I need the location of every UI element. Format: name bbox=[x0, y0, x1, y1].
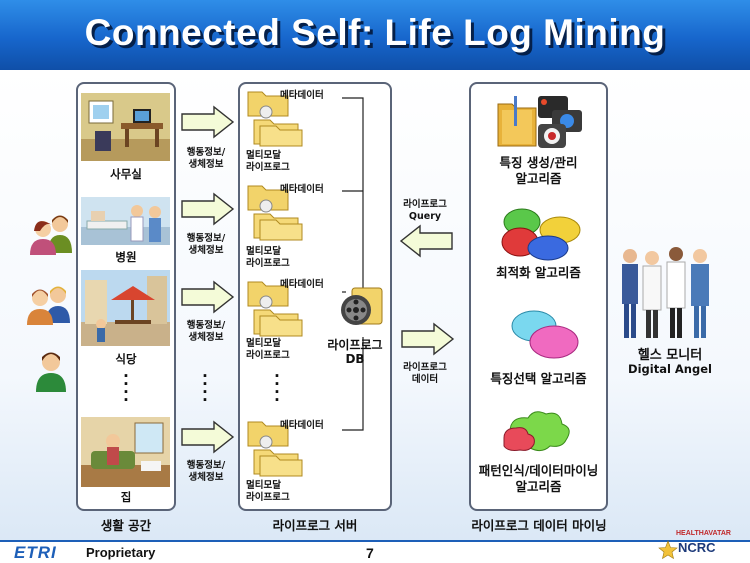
space-hospital-label: 병원 bbox=[115, 250, 137, 264]
folder-apps-icon bbox=[497, 96, 582, 148]
digital-angel-label: Digital Angel bbox=[628, 362, 712, 376]
more-flows-ellipsis: ···· bbox=[202, 367, 208, 409]
folder-icon bbox=[247, 91, 303, 147]
flow-label: 행동정보/생체정보 bbox=[186, 460, 226, 483]
flow-arrow bbox=[181, 105, 235, 139]
flow-label: 행동정보/생체정보 bbox=[186, 233, 226, 256]
flow-arrow bbox=[181, 280, 235, 314]
people-icon bbox=[27, 286, 70, 325]
restaurant-image bbox=[81, 270, 170, 346]
hospital-image bbox=[81, 197, 170, 245]
metadata-label: 메타데이터 bbox=[280, 90, 324, 101]
flow-arrow bbox=[181, 192, 235, 226]
person-icon bbox=[36, 352, 66, 392]
title-bar bbox=[0, 0, 750, 70]
metadata-label: 메타데이터 bbox=[280, 420, 324, 431]
feature-selection-label: 특징선택 알고리즘 bbox=[490, 371, 587, 386]
more-logs-ellipsis: ···· bbox=[274, 367, 280, 409]
space-home-label: 집 bbox=[120, 490, 132, 504]
flow-label: 행동정보/생체정보 bbox=[186, 320, 226, 343]
more-spaces-ellipsis: ···· bbox=[123, 367, 129, 409]
partner-brand: HEALTHAVATAR bbox=[676, 530, 731, 537]
metadata-label: 메타데이터 bbox=[280, 184, 324, 195]
partner-logo: NCRC bbox=[678, 540, 716, 555]
footer bbox=[0, 540, 750, 563]
page-title: Connected Self: Life Log Mining bbox=[84, 12, 666, 53]
proprietary-label: Proprietary bbox=[86, 545, 156, 560]
office-image bbox=[81, 93, 170, 161]
space-restaurant-label: 식당 bbox=[115, 352, 137, 366]
query-arrow bbox=[399, 224, 453, 258]
footer-divider bbox=[0, 540, 750, 542]
database-film-icon bbox=[341, 287, 383, 325]
medical-staff-image bbox=[622, 247, 709, 338]
chat-bubbles-icon bbox=[501, 208, 581, 261]
partner-star-icon bbox=[658, 540, 678, 560]
data-arrow bbox=[401, 322, 455, 356]
folder-icon bbox=[247, 421, 303, 477]
people-icon bbox=[30, 215, 72, 255]
flow-arrow bbox=[181, 420, 235, 454]
speech-bubbles-icon bbox=[511, 310, 579, 359]
flow-label: 행동정보/생체정보 bbox=[186, 147, 226, 170]
etri-logo: ETRI bbox=[14, 543, 57, 562]
optimization-label: 최적화 알고리즘 bbox=[496, 265, 581, 280]
lifelog-server-caption: 라이프로그 서버 bbox=[272, 518, 358, 533]
living-space-caption: 생활 공간 bbox=[100, 518, 152, 533]
db-connector-lines bbox=[342, 97, 364, 431]
home-image bbox=[81, 417, 170, 487]
data-mining-caption: 라이프로그 데이터 마이닝 bbox=[471, 518, 607, 533]
metadata-label: 메타데이터 bbox=[280, 279, 324, 290]
health-monitor-label: 헬스 모니터 bbox=[637, 348, 703, 363]
space-office-label: 사무실 bbox=[110, 167, 142, 181]
page-number: 7 bbox=[366, 545, 374, 561]
folder-icon bbox=[247, 281, 303, 337]
cloud-bubbles-icon bbox=[503, 411, 570, 452]
folder-icon bbox=[247, 185, 303, 241]
